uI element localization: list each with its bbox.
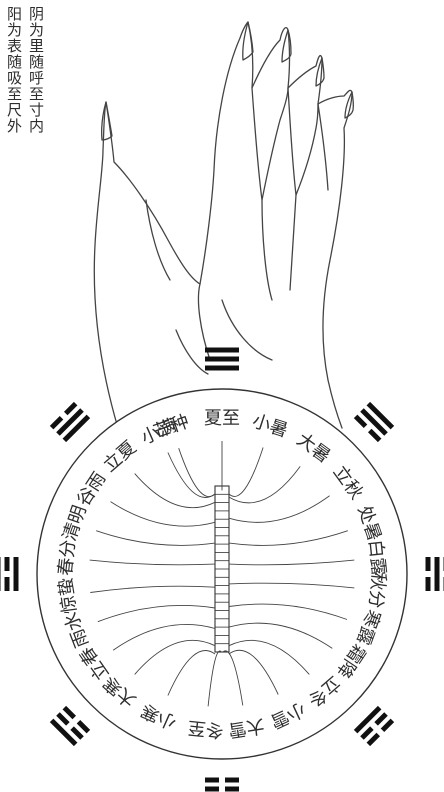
term-label: 秋分 [364,571,389,609]
kun-trigram [205,778,239,792]
gen-trigram [354,706,394,746]
term-label: 夏至 [204,408,240,429]
yin-line-left [5,577,10,591]
li-trigram [0,557,19,591]
yang-line [435,557,440,591]
yang-line [205,366,239,371]
yin-line-left [225,778,239,783]
yin-line-right [426,577,431,591]
kan-trigram [426,557,444,591]
yang-line [14,557,19,591]
yang-line [205,357,239,362]
qian-trigram [205,348,239,371]
yang-line [0,557,1,591]
yin-line-right [5,557,10,571]
dui-trigram [354,402,394,442]
zhen-trigram [50,706,90,746]
dial: 夏至小暑大暑立秋处暑白露秋分寒露霜降立冬小雪大雪冬至小寒大寒立春雨水惊蛰春分清明… [0,348,444,792]
yin-line-left [225,787,239,792]
xun-trigram [50,402,90,442]
term-label: 春分 [55,539,80,577]
yin-line-right [205,778,219,783]
term-label: 白露 [364,539,389,577]
yin-line-right [205,787,219,792]
yang-line [205,348,239,353]
term-label: 冬至 [187,716,225,741]
yin-line-left [426,557,431,571]
